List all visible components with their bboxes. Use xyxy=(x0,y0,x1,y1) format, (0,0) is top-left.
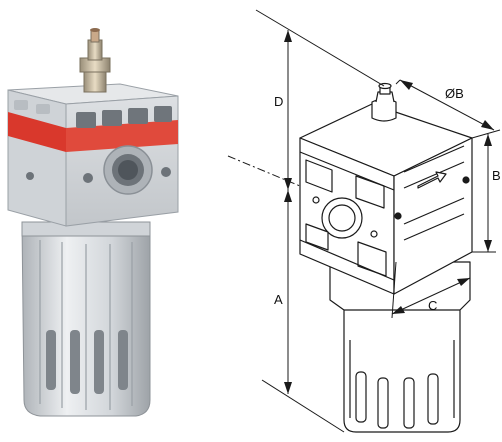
dimension-label-a: A xyxy=(274,292,283,307)
dimension-label-d: D xyxy=(274,94,283,109)
dimension-label-c: C xyxy=(428,298,437,313)
dimension-label-b-diameter: ØB xyxy=(445,86,464,101)
dimension-label-b: B xyxy=(492,168,501,183)
